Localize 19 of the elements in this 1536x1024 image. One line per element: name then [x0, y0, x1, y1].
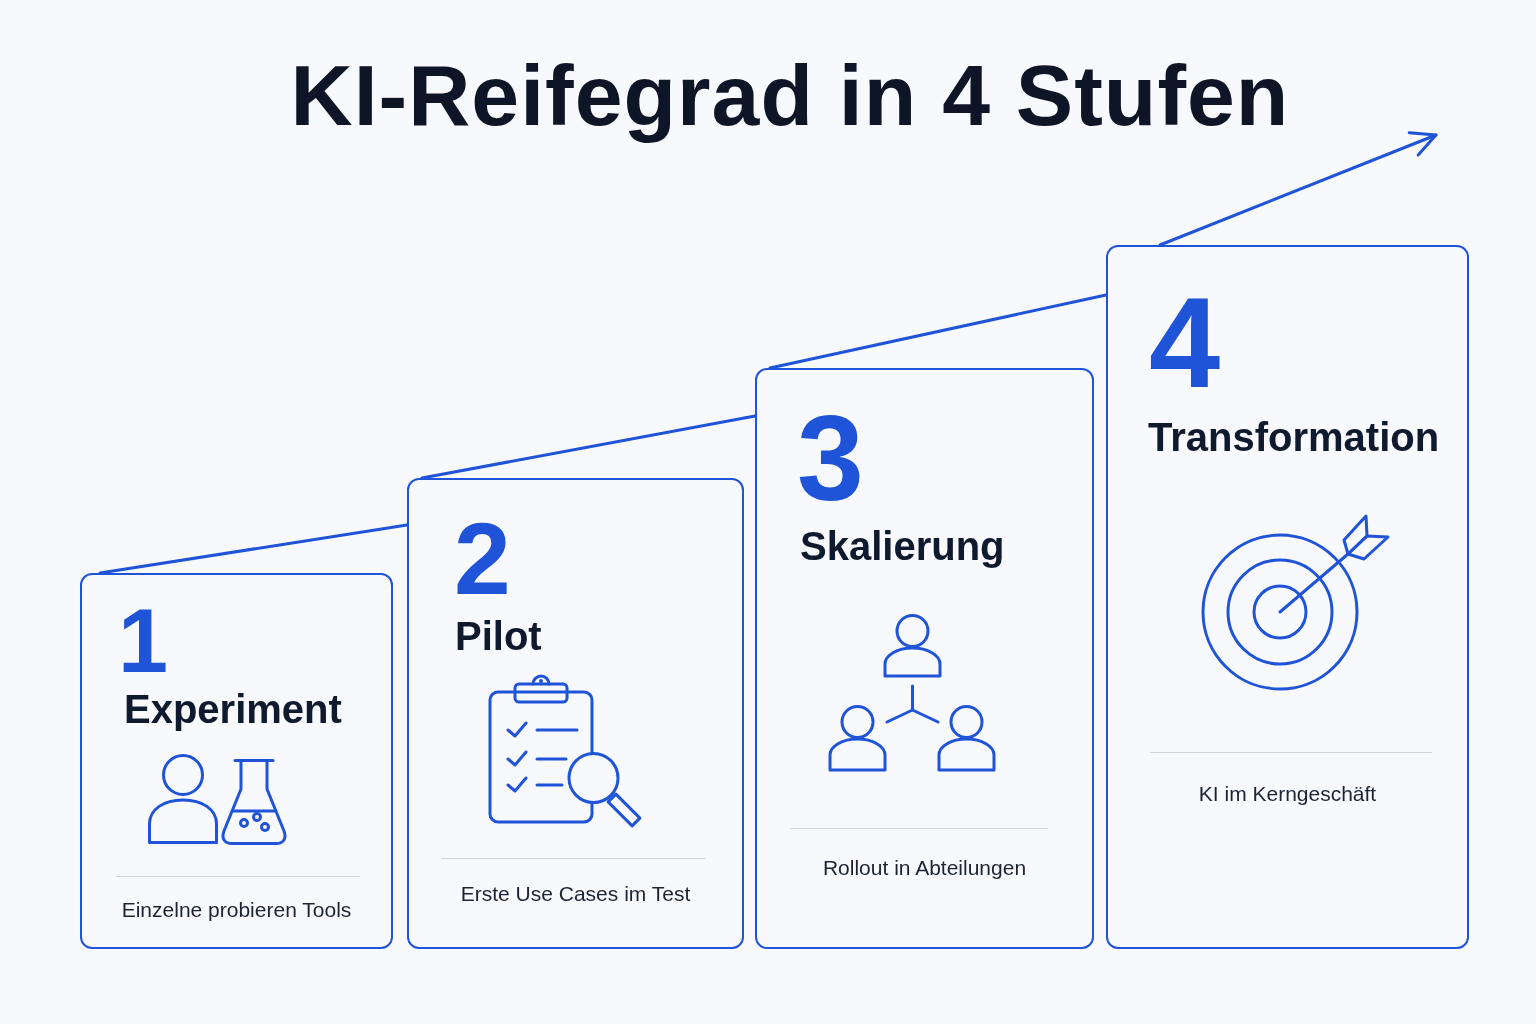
step-description: Einzelne probieren Tools [121, 897, 352, 923]
connector-line [768, 293, 1108, 370]
step-title: Skalierung [800, 523, 1005, 570]
step-description: Rollout in Abteilungen [822, 855, 1027, 881]
step-number: 3 [797, 392, 864, 524]
connector-line [98, 523, 409, 575]
step-title: Transformation [1148, 414, 1440, 461]
step-card [755, 368, 1094, 949]
arrow [1158, 131, 1438, 247]
step-card [407, 478, 744, 949]
step-card [80, 573, 393, 949]
step-description: KI im Kerngeschäft [1198, 781, 1377, 807]
step-number: 4 [1149, 273, 1221, 414]
step-title: Pilot [455, 613, 542, 660]
step-description: Erste Use Cases im Test [460, 881, 691, 907]
title: KI-Reifegrad in 4 Stufen [290, 46, 1290, 145]
step-number: 2 [454, 503, 511, 616]
step-card [1106, 245, 1469, 949]
connector-line [420, 414, 757, 480]
